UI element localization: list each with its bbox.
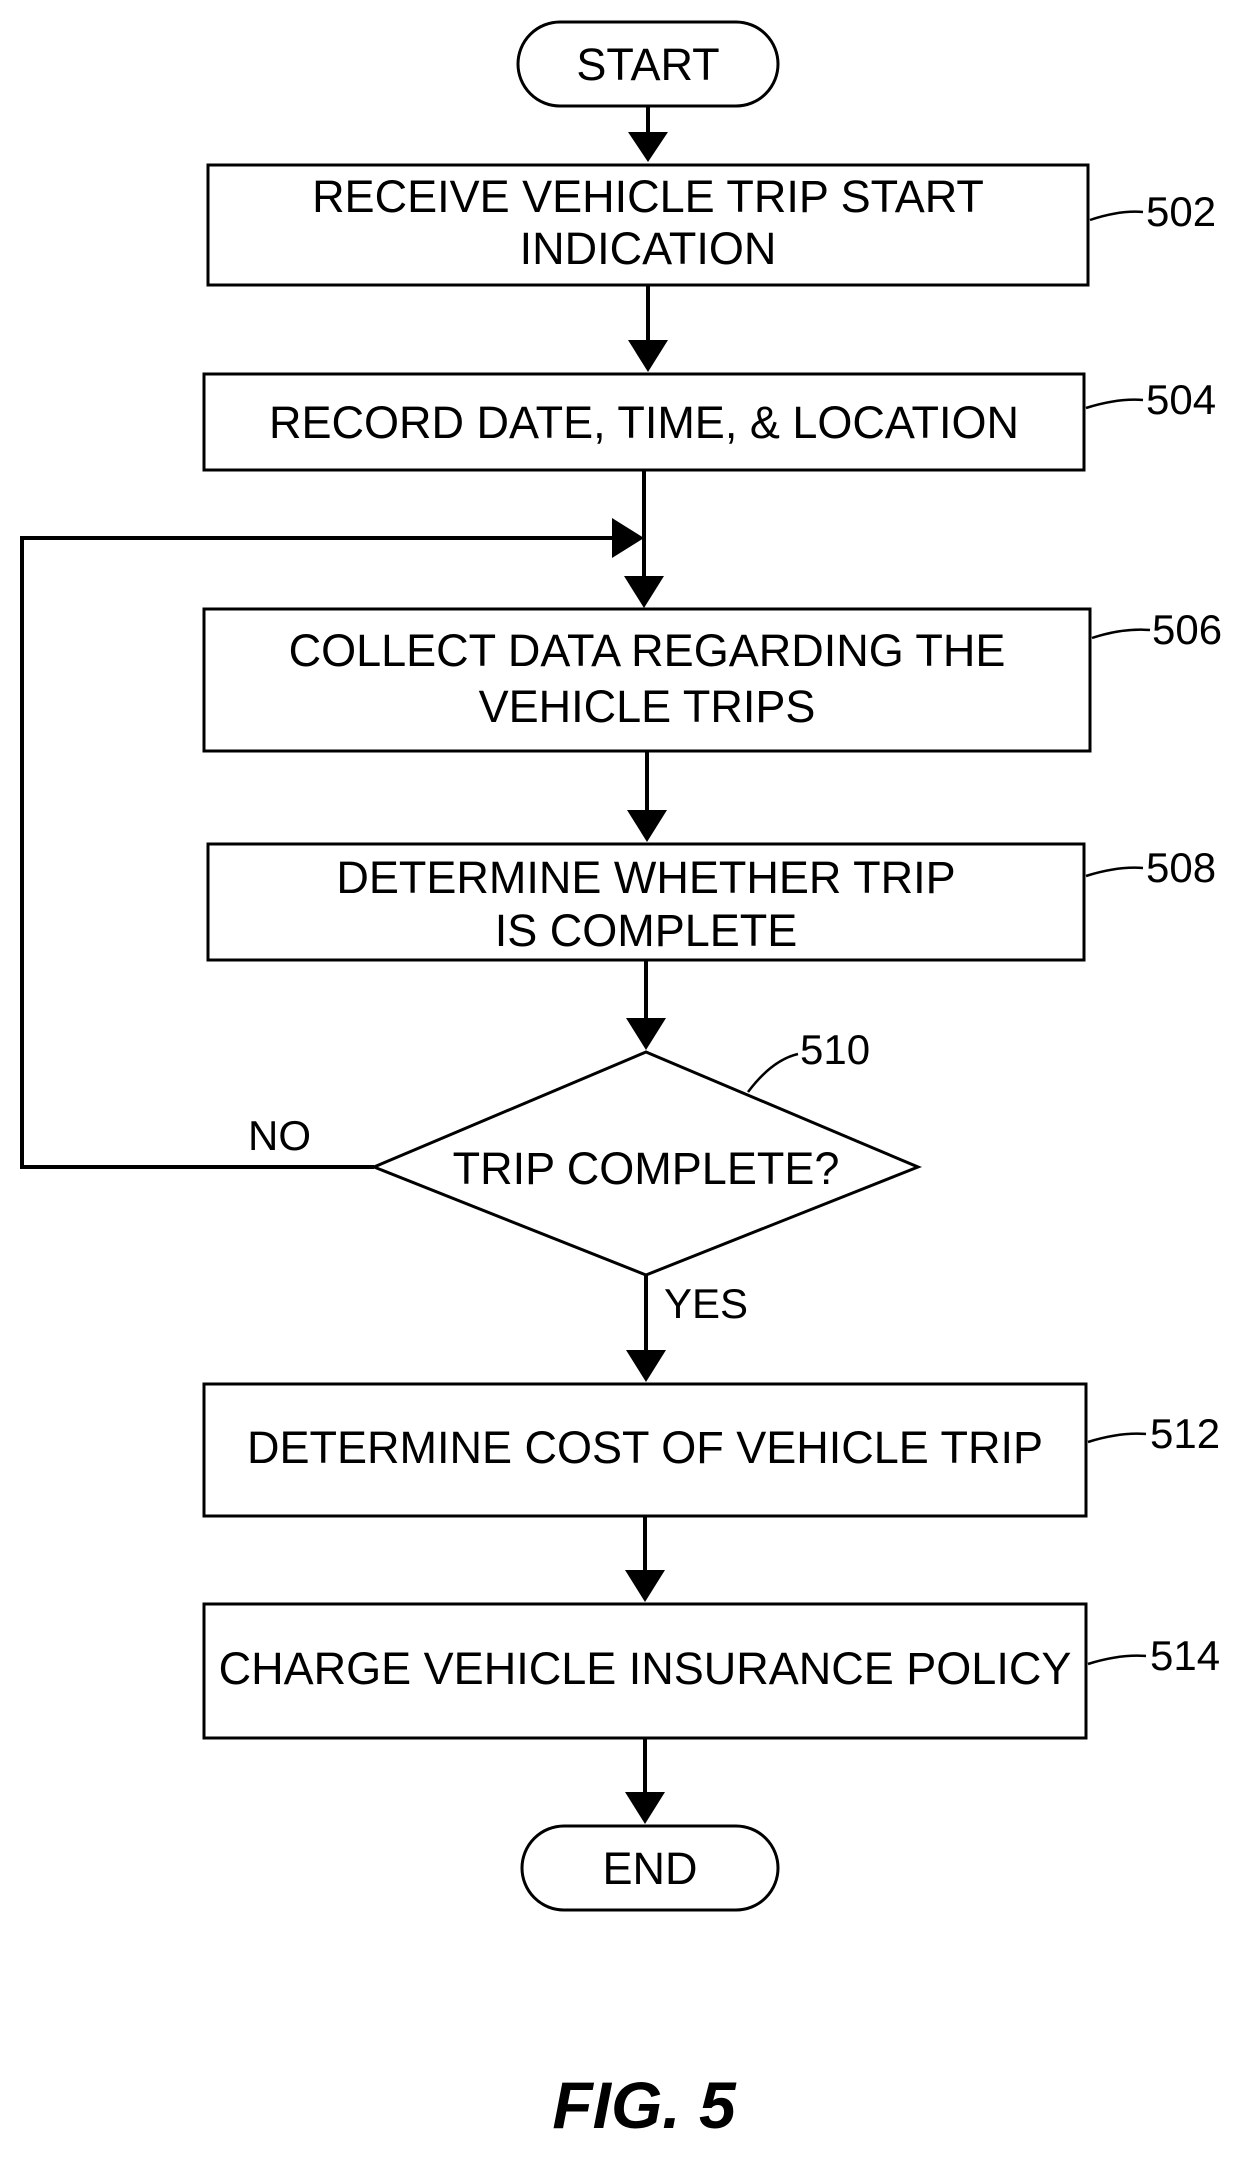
step-514-line-1: CHARGE VEHICLE INSURANCE POLICY	[219, 1643, 1072, 1694]
start-terminator: START	[518, 22, 778, 106]
arrowhead	[628, 340, 668, 372]
no-label: NO	[248, 1112, 311, 1159]
process-step-506: COLLECT DATA REGARDING THE VEHICLE TRIPS	[204, 609, 1090, 751]
ref-506: 506	[1152, 606, 1222, 653]
ref-leader-508	[1086, 868, 1143, 876]
ref-leader-502	[1090, 212, 1143, 220]
ref-512: 512	[1150, 1410, 1220, 1457]
ref-502: 502	[1146, 188, 1216, 235]
step-508-line-1: DETERMINE WHETHER TRIP	[336, 852, 955, 903]
arrowhead	[628, 132, 668, 162]
start-label: START	[576, 39, 719, 90]
process-step-504: RECORD DATE, TIME, & LOCATION	[204, 374, 1084, 470]
step-506-line-1: COLLECT DATA REGARDING THE	[289, 625, 1006, 676]
decision-510: TRIP COMPLETE?	[374, 1052, 918, 1275]
ref-504: 504	[1146, 376, 1216, 423]
step-508-line-2: IS COMPLETE	[495, 905, 798, 956]
arrowhead	[625, 1792, 665, 1824]
yes-label: YES	[664, 1280, 748, 1327]
arrowhead	[627, 810, 667, 842]
loop-merge-arrowhead	[612, 518, 644, 558]
process-step-502: RECEIVE VEHICLE TRIP START INDICATION	[208, 165, 1088, 285]
arrowhead	[626, 1350, 666, 1382]
process-step-512: DETERMINE COST OF VEHICLE TRIP	[204, 1384, 1086, 1516]
figure-label: FIG. 5	[552, 2068, 737, 2142]
ref-leader-506	[1092, 630, 1150, 638]
ref-leader-504	[1086, 400, 1143, 408]
ref-leader-510	[748, 1054, 798, 1092]
ref-514: 514	[1150, 1632, 1220, 1679]
process-step-514: CHARGE VEHICLE INSURANCE POLICY	[204, 1604, 1086, 1738]
ref-510: 510	[800, 1026, 870, 1073]
step-506-line-2: VEHICLE TRIPS	[479, 681, 816, 732]
step-502-line-2: INDICATION	[520, 223, 777, 274]
ref-leader-512	[1088, 1434, 1146, 1442]
end-label: END	[602, 1843, 697, 1894]
step-502-line-1: RECEIVE VEHICLE TRIP START	[312, 171, 984, 222]
step-504-line-1: RECORD DATE, TIME, & LOCATION	[269, 397, 1019, 448]
process-step-508: DETERMINE WHETHER TRIP IS COMPLETE	[208, 844, 1084, 960]
ref-508: 508	[1146, 844, 1216, 891]
decision-510-label: TRIP COMPLETE?	[453, 1143, 840, 1194]
arrowhead	[626, 1018, 666, 1050]
arrowhead	[624, 576, 664, 608]
arrowhead	[625, 1570, 665, 1602]
step-512-line-1: DETERMINE COST OF VEHICLE TRIP	[247, 1422, 1043, 1473]
ref-leader-514	[1088, 1656, 1146, 1664]
end-terminator: END	[522, 1826, 778, 1910]
